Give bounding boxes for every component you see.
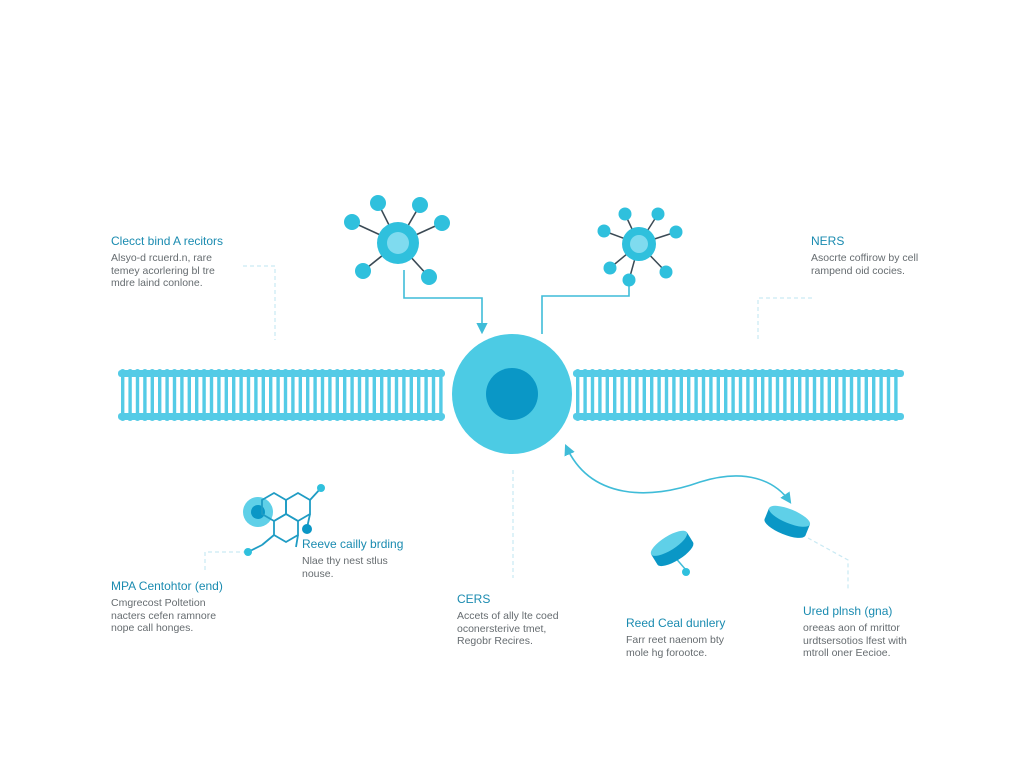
cell-nucleus [486, 368, 538, 420]
label-bottom-right-title: Ured plnsh (gna) [803, 604, 893, 618]
membrane-right-segment [573, 369, 904, 421]
label-mid-left-line-1: Nlae thy nest stlus [302, 555, 388, 567]
label-bottom-mid-right-line-2: mole hg forootce. [626, 646, 708, 659]
connector-right-molecule [541, 282, 630, 334]
label-top-right-line-1: Asocrte coffirow by cell [811, 252, 919, 264]
label-top-left-title: Clecct bind A recitors [111, 234, 224, 248]
label-bottom-left-line-3: nope call honges. [111, 622, 194, 634]
label-bottom-mid-right: Reed Ceal dunlery Farr reet naenom bty m… [626, 616, 725, 659]
guide-lines [204, 265, 849, 590]
label-top-right: NERS Asocrte coffirow by cell rampend oi… [811, 234, 918, 277]
signaling-molecule-left [344, 195, 450, 285]
label-mid-left: Reeve cailly brding Nlae thy nest stlus … [302, 537, 403, 580]
label-bottom-mid-right-line-1: Farr reet naenom bty [626, 634, 725, 646]
membrane-left-segment [118, 369, 445, 421]
disc-molecule-right [764, 505, 811, 538]
central-cell [452, 334, 572, 454]
label-bottom-center: CERS Accets of ally lte coed oconersteri… [457, 592, 559, 648]
label-bottom-right-line-1: oreeas aon of mrittor [803, 622, 900, 634]
connector-left-molecule [403, 270, 488, 335]
hexagonal-molecule [243, 484, 325, 556]
label-top-left: Clecct bind A recitors Alsyo-d rcuerd.n,… [111, 234, 223, 290]
label-bottom-center-line-2: oconersterive tmet, [457, 622, 547, 635]
label-bottom-center-line-3: Regobr Recires. [457, 635, 533, 647]
disc-molecule-left [650, 530, 694, 576]
label-bottom-right: Ured plnsh (gna) oreeas aon of mrittor u… [803, 604, 907, 660]
label-top-left-line-1: Alsyo-d rcuerd.n, rare [111, 252, 212, 264]
cell-membrane [118, 369, 904, 421]
connector-curved [564, 443, 792, 504]
label-bottom-center-line-1: Accets of ally lte coed [457, 610, 559, 622]
label-bottom-left: MPA Centohtor (end) Cmgrecost Poltetion … [111, 579, 223, 635]
label-bottom-left-line-1: Cmgrecost Poltetion [111, 597, 206, 609]
label-top-left-line-2: temey acorlering bl tre [111, 264, 215, 277]
signal-connectors [403, 270, 792, 504]
label-bottom-center-title: CERS [457, 592, 491, 606]
label-top-right-line-2: rampend oid cocies. [811, 264, 905, 277]
label-bottom-mid-right-title: Reed Ceal dunlery [626, 616, 726, 630]
label-bottom-left-line-2: nacters cefen ramnore [111, 609, 217, 622]
signaling-molecule-right [597, 207, 683, 287]
label-top-right-title: NERS [811, 234, 845, 248]
label-bottom-right-line-2: urdtsersotios lfest with [803, 634, 907, 647]
label-bottom-right-line-3: mtroll oner Eecioe. [803, 647, 891, 659]
label-mid-left-title: Reeve cailly brding [302, 537, 404, 551]
label-mid-left-line-2: nouse. [302, 567, 334, 580]
label-bottom-left-title: MPA Centohtor (end) [111, 579, 223, 593]
label-top-left-line-3: mdre laind conlone. [111, 277, 203, 289]
